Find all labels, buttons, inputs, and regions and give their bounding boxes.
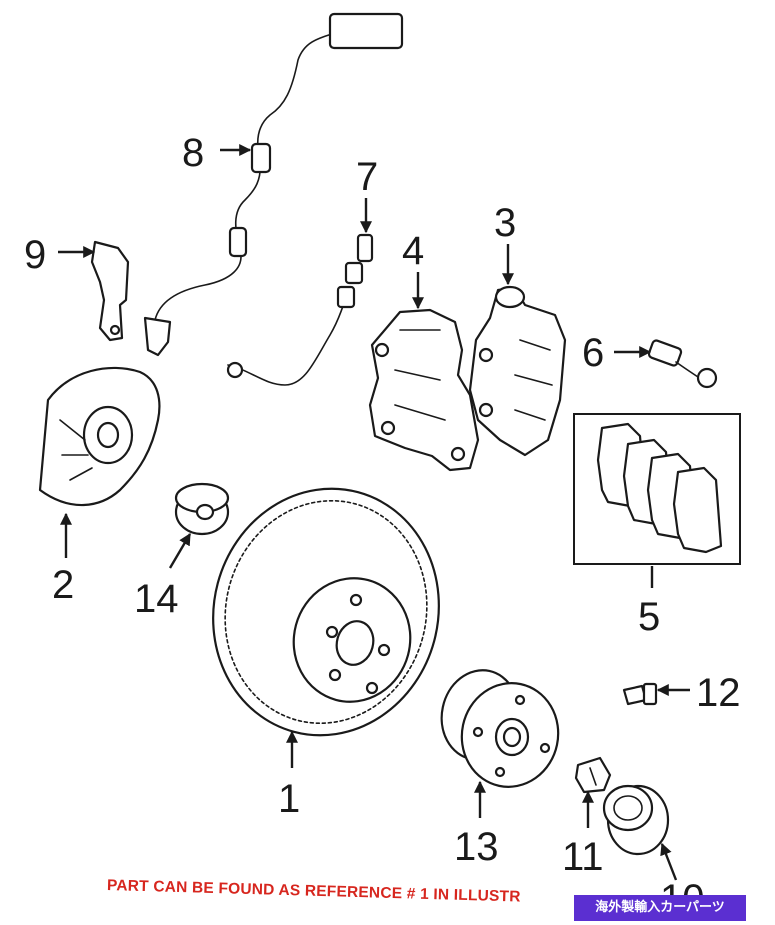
callout-7: 7 (356, 155, 378, 199)
wheel-hub (440, 669, 560, 788)
sensor-bracket (90, 240, 130, 342)
callout-5: 5 (638, 595, 660, 639)
brake-rotor (212, 487, 440, 737)
brake-caliper (468, 285, 567, 457)
brake-pad-set (573, 413, 741, 565)
dust-shield (38, 366, 161, 507)
brake-hose (336, 233, 374, 309)
hub-cap (602, 784, 670, 856)
callout-14: 14 (134, 577, 179, 621)
hub-nut (574, 756, 612, 794)
callout-13: 13 (454, 825, 499, 869)
leader-arrows (58, 144, 690, 881)
pad-wear-sensor (647, 339, 718, 389)
callout-6: 6 (582, 331, 604, 375)
watermark-badge: 海外製輸入カーパーツ (574, 895, 746, 921)
callout-2: 2 (52, 563, 74, 607)
hub-bolt (622, 682, 658, 706)
callout-4: 4 (402, 229, 424, 273)
caliper-bracket (368, 308, 480, 472)
callout-8: 8 (182, 131, 204, 175)
callout-1: 1 (278, 777, 300, 821)
callout-12: 12 (696, 671, 741, 715)
callout-9: 9 (24, 233, 46, 277)
abs-sensor-wire (143, 12, 404, 386)
spacer-washer (174, 482, 230, 536)
callout-11: 11 (562, 835, 604, 879)
callout-3: 3 (494, 201, 516, 245)
